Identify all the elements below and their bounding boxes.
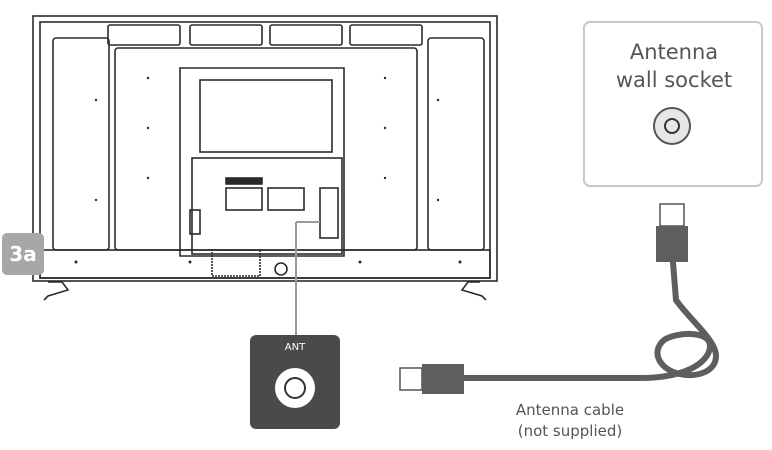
wall-socket-box <box>583 21 763 187</box>
screw-dots <box>74 76 462 264</box>
ant-port-label: ANT <box>284 342 306 353</box>
tv-rear <box>32 15 498 301</box>
coax-plug-icon <box>399 203 688 394</box>
coax-port-icon <box>275 368 315 408</box>
antenna-cable <box>459 247 720 381</box>
coax-socket-icon <box>653 107 691 145</box>
cable-label: Antenna cable (not supplied) <box>515 401 625 440</box>
wall-socket-title: Antenna wall socket <box>615 40 733 92</box>
step-badge: 3a <box>2 233 44 275</box>
